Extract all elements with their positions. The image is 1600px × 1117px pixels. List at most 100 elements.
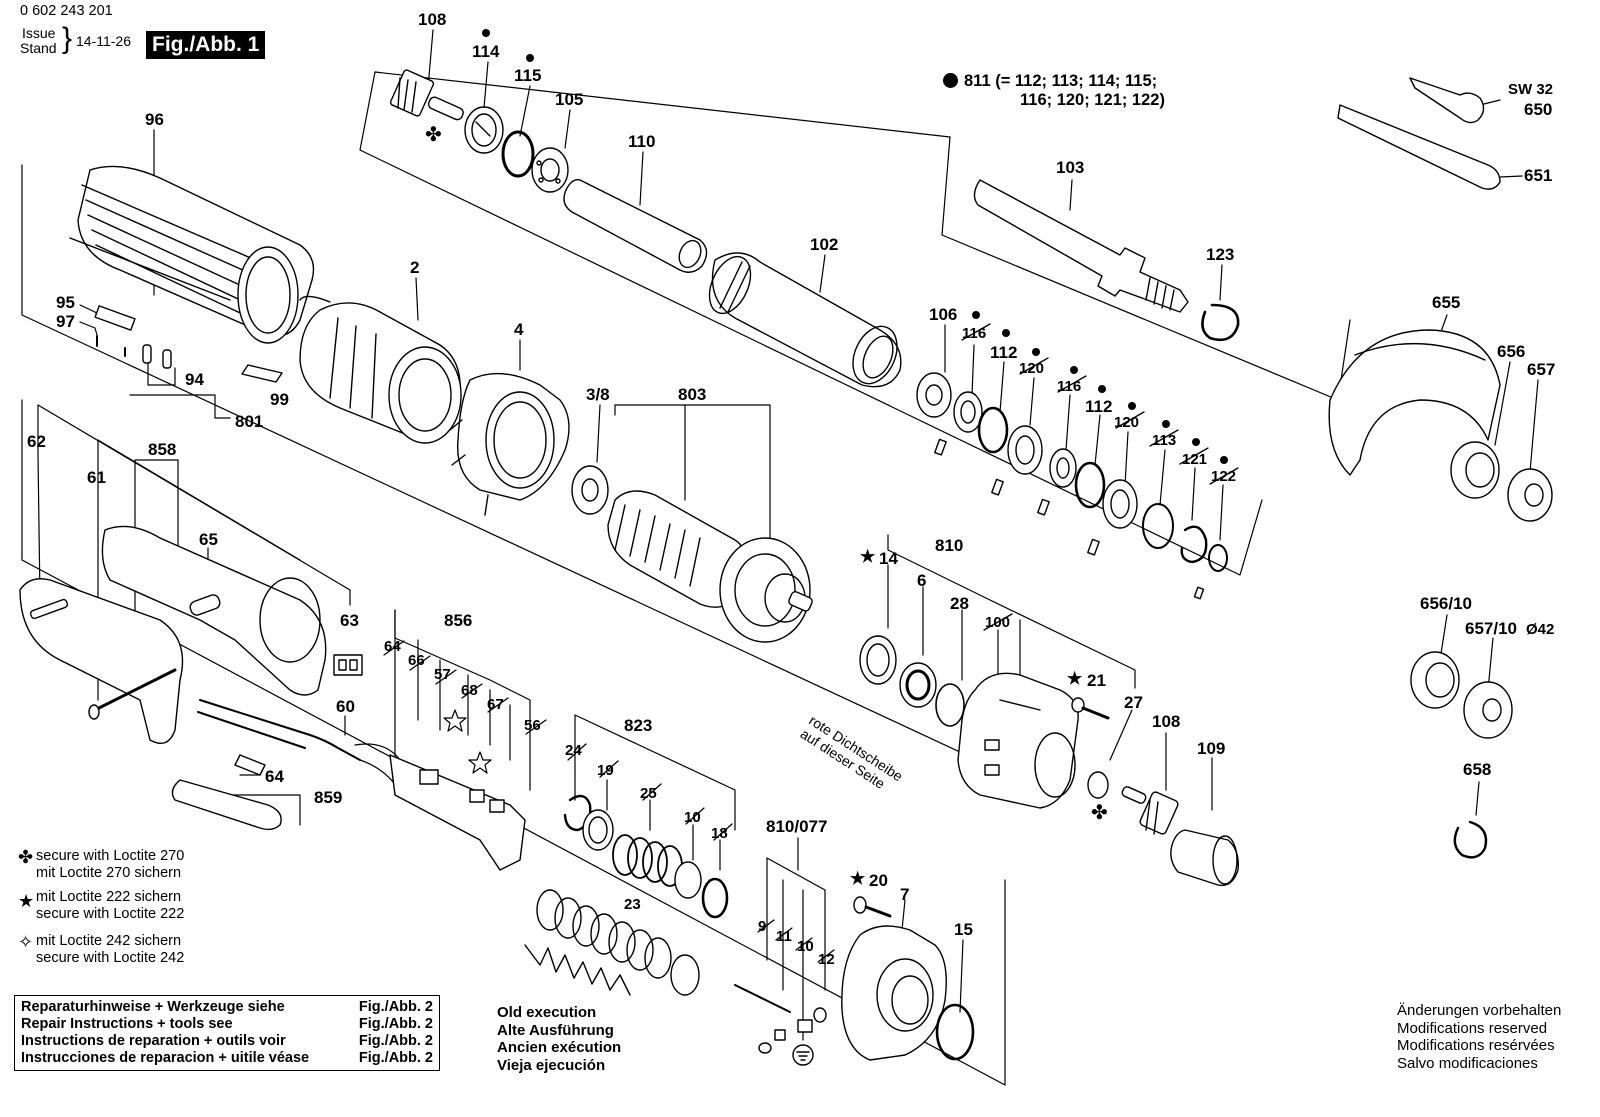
part-110-tube [563, 179, 708, 273]
label-18: 18 [711, 825, 728, 842]
label-57: 57 [434, 666, 451, 683]
leader-651 [1499, 175, 1523, 178]
label-110: 110 [628, 132, 656, 151]
part-116b-washer [1049, 448, 1077, 488]
leader-15 [959, 939, 964, 1013]
leader-656 [1494, 361, 1511, 446]
leader-102 [819, 254, 826, 293]
label-810-077: 810/077 [766, 817, 828, 836]
label-95: 95 [56, 293, 75, 312]
label-112-b: 112 [1085, 397, 1113, 416]
label-651: 651 [1524, 166, 1553, 185]
label-116-a: 116 [962, 325, 987, 342]
part-99-plate [241, 364, 283, 383]
frame-gear-shaft [359, 71, 1263, 576]
leader-lines [37, 29, 1539, 1041]
label-2: 2 [410, 258, 420, 277]
leader-122 [1219, 484, 1224, 541]
part-96-housing [69, 165, 315, 344]
leader-94 [147, 359, 176, 386]
legend-loctite-222: ★ mit Loctite 222 sichern secure with Lo… [18, 889, 184, 923]
star-icon: ★ [860, 547, 876, 566]
bracket-823 [574, 714, 736, 831]
leader-7 [901, 899, 906, 931]
kit-bullets [482, 29, 1228, 464]
repair-row-text: Instrucciones de reparacion + uitile véa… [21, 1050, 310, 1066]
part-112b-oring [1074, 461, 1106, 509]
leader-105 [564, 109, 571, 149]
leader-113 [1159, 449, 1166, 506]
part-15-oring [935, 1003, 975, 1061]
part-18-oring [701, 877, 729, 919]
leader-657 [1529, 379, 1539, 473]
label-112-a: 112 [990, 343, 1018, 362]
part-657-10-nut [1463, 681, 1513, 739]
part-120b-disc [1102, 479, 1138, 529]
label-23: 23 [624, 896, 641, 913]
star-icon: ★ [850, 869, 866, 888]
part-123-circlip [1201, 303, 1240, 342]
part-114-seal-top [464, 106, 504, 154]
bracket-856 [394, 609, 531, 791]
old-execution-de: Alte Ausführung [497, 1021, 614, 1039]
label-116-b: 116 [1057, 378, 1082, 395]
part-112a-oring [977, 406, 1009, 454]
label-9: 9 [758, 918, 767, 935]
part-28-oring [935, 683, 965, 727]
label-11: 11 [776, 928, 792, 945]
old-execution-es: Vieja ejecución [497, 1056, 606, 1074]
old-execution-fr: Ancien exécution [497, 1039, 622, 1056]
leader-116a [971, 344, 975, 396]
star-icon: ★ [18, 891, 35, 911]
part-20-screw [853, 896, 892, 918]
leader-120b [1124, 431, 1129, 486]
label-14: 14 [879, 549, 898, 568]
leader-27 [1109, 709, 1133, 761]
modifications-en: Modifications reserved [1397, 1019, 1548, 1037]
legend-loctite-242: ✧ mit Loctite 242 sichern secure with Lo… [18, 933, 184, 967]
leader-116b [1065, 394, 1071, 451]
club-icon: ✤ [1091, 802, 1108, 824]
modifications-fr: Modifications resérvées [1397, 1037, 1555, 1054]
repair-row: Repair Instructions + tools see Fig./Abb… [21, 1016, 433, 1033]
repair-row-ref: Fig./Abb. 2 [358, 1033, 433, 1049]
part-25-spring [612, 834, 683, 887]
leader-859 [259, 794, 301, 826]
part-60-cable [197, 699, 406, 801]
old-execution-en: Old execution [497, 1004, 597, 1021]
part-113-ring [1142, 503, 1174, 549]
label-122: 122 [1211, 468, 1237, 485]
brace-glyph: } [62, 22, 73, 55]
label-94: 94 [185, 370, 204, 389]
figure-badge: Fig./Abb. 1 [146, 31, 266, 59]
part-61-screw [88, 668, 177, 720]
leader-62 [37, 454, 41, 601]
leader-3-8 [596, 404, 601, 463]
kit-811-line1: 811 (= 112; 113; 114; 115; [964, 72, 1158, 90]
bracket-803 [614, 404, 771, 546]
leader-123 [1219, 264, 1223, 301]
repair-row-ref: Fig./Abb. 2 [358, 1050, 433, 1066]
label-102: 102 [810, 235, 839, 254]
part-2-stator [299, 295, 462, 444]
label-24: 24 [565, 742, 582, 759]
label-105: 105 [555, 90, 584, 109]
repair-row-ref: Fig./Abb. 2 [358, 1016, 433, 1032]
legend-242-en: secure with Loctite 242 [36, 950, 185, 966]
label-120-b: 120 [1114, 414, 1140, 431]
legend-loctite-270: ✤ secure with Loctite 270 mit Loctite 27… [18, 848, 184, 882]
repair-row-text: Instructions de reparation + outils voir [21, 1033, 286, 1049]
label-27: 27 [1124, 693, 1143, 712]
part-108b-pinion [1121, 786, 1179, 835]
legend-270-de: mit Loctite 270 sichern [36, 865, 182, 881]
modifications-note: Änderungen vorbehalten Modifications res… [1397, 1002, 1561, 1072]
label-63: 63 [340, 611, 359, 630]
label-803: 803 [678, 385, 707, 404]
part-655-guard [1328, 329, 1501, 476]
repair-row: Reparaturhinweise + Werkzeuge siehe Fig.… [21, 999, 433, 1016]
part-3-8-bearing [571, 465, 609, 515]
label-67: 67 [487, 696, 504, 713]
part-657-nut [1507, 468, 1553, 522]
label-113: 113 [1152, 432, 1177, 449]
repair-row: Instructions de reparation + outils voir… [21, 1033, 433, 1050]
